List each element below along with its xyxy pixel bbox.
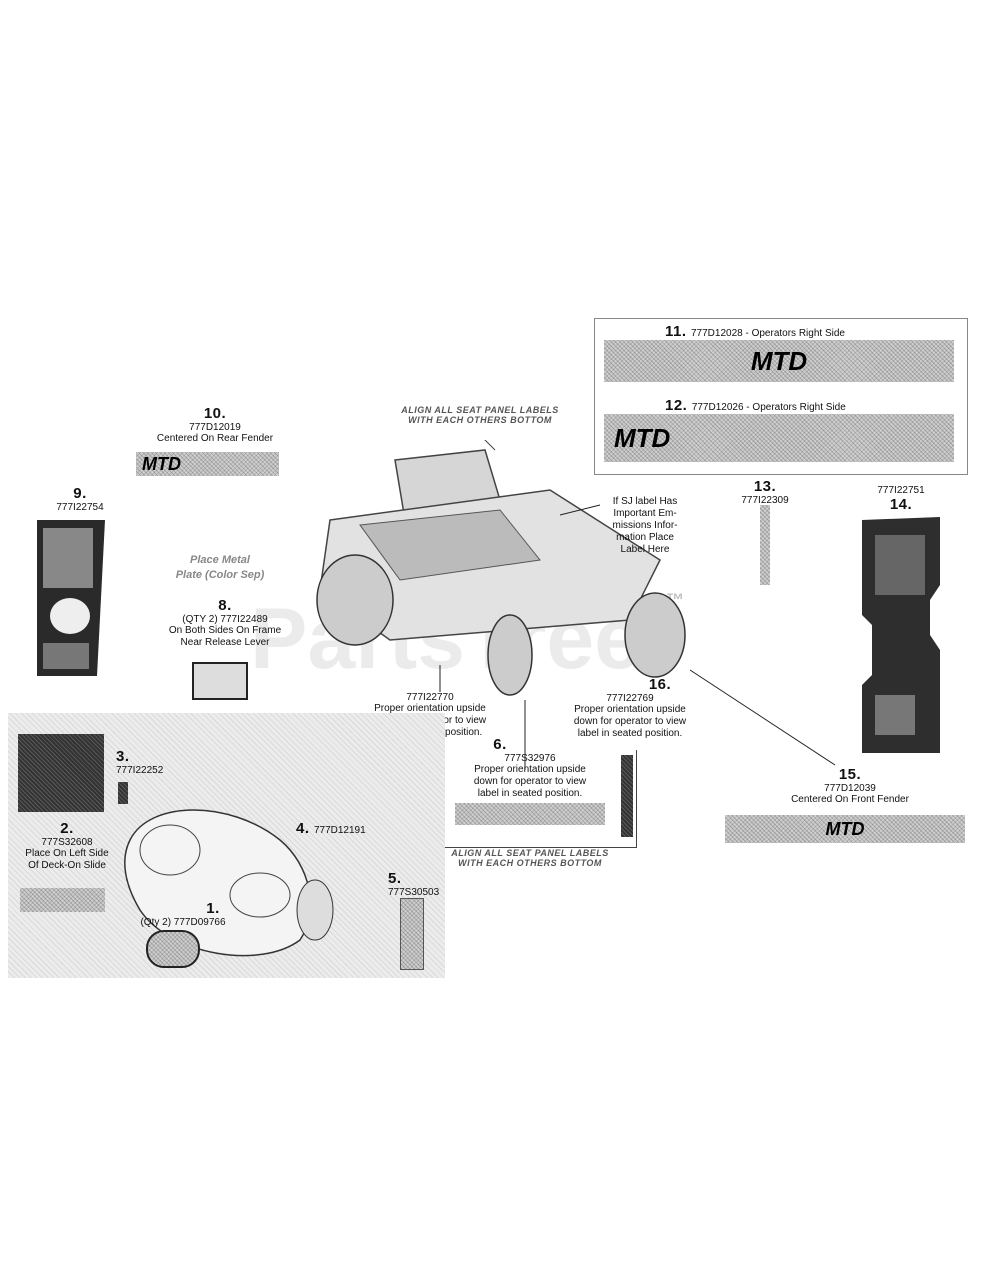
label-4[interactable]: 4. 777D12191 (296, 820, 366, 838)
label-12-number: 12. (665, 397, 688, 414)
label-13-part-number: 777I22309 (741, 495, 789, 506)
label-5[interactable]: 5. 777S30503 (388, 870, 439, 898)
label-2[interactable]: 2. 777S32608 Place On Left Side Of Deck-… (12, 820, 122, 872)
label-13-number: 13. (753, 478, 777, 495)
top-align-note-line-2: WITH EACH OTHERS BOTTOM (408, 415, 552, 425)
label-6-desc-3: label in seated position. (477, 788, 583, 799)
label-6-desc-2: down for operator to view (473, 776, 587, 787)
label-11-brand: MTD (750, 345, 808, 376)
label-box-11-12 (594, 318, 968, 475)
label-8-desc-1: On Both Sides On Frame (168, 625, 282, 636)
label-8[interactable]: 8. (QTY 2) 777I22489 On Both Sides On Fr… (140, 597, 310, 649)
label-16-decal[interactable] (621, 755, 633, 837)
label-1-decal[interactable] (146, 930, 200, 968)
label-2-number: 2. (60, 820, 74, 837)
mower-illustration (316, 440, 686, 696)
label-12[interactable]: 12. 777D12026 - Operators Right Side (665, 397, 846, 415)
label-5-decal[interactable] (400, 898, 424, 970)
label-16-part-number: 777I22769 (606, 693, 654, 704)
label-8-decal[interactable] (192, 662, 248, 700)
label-15[interactable]: 15. 777D12039 Centered On Front Fender (770, 766, 930, 806)
bottom-align-note-line-2: WITH EACH OTHERS BOTTOM (458, 858, 602, 868)
label-2-part-number: 777S32608 (41, 837, 93, 848)
label-1[interactable]: 1. (Qty 2) 777D09766 (118, 900, 248, 928)
label-4-number: 4. (296, 820, 310, 837)
label-6-number: 6. (493, 736, 507, 753)
label-10-brand: MTD (142, 453, 181, 474)
label-3[interactable]: 3. 777I22252 (116, 748, 163, 776)
label-9[interactable]: 9. 777I22754 (40, 485, 120, 513)
label-10[interactable]: 10. 777D12019 Centered On Rear Fender (140, 405, 290, 445)
plate-note: Place Metal Plate (Color Sep) (150, 553, 290, 583)
label-10-desc: Centered On Rear Fender (156, 433, 274, 444)
emissions-note-line-3: missions Infor- (612, 520, 678, 531)
emissions-note-line-5: Label Here (620, 544, 670, 555)
label-15-brand: MTD (825, 818, 865, 839)
label-10-part-number: 777D12019 (189, 422, 241, 433)
label-9-number: 9. (73, 485, 87, 502)
label-2-desc-2: Of Deck-On Slide (28, 860, 106, 871)
emissions-note-line-1: If SJ label Has (612, 496, 678, 507)
label-2-decal[interactable] (18, 734, 104, 812)
label-4-part-number: 777D12191 (313, 825, 366, 836)
label-1-number: 1. (206, 900, 220, 917)
label-15-desc: Centered On Front Fender (791, 794, 909, 805)
emissions-note-line-2: Important Em- (613, 508, 677, 519)
label-7-part-number: 777I22770 (406, 692, 454, 703)
label-6-part-number: 777S32976 (504, 753, 556, 764)
label-14-decal[interactable] (860, 515, 945, 755)
label-12-part-number: 777D12026 - Operators Right Side (691, 402, 846, 413)
bottom-align-note: ALIGN ALL SEAT PANEL LABELS WITH EACH OT… (445, 848, 615, 868)
label-16-number: 16. (648, 676, 672, 693)
label-10-decal[interactable]: MTD (136, 452, 279, 476)
label-13-decal[interactable] (760, 505, 770, 585)
label-15-decal[interactable]: MTD (725, 815, 965, 843)
label-16-desc-2: down for operator to view (573, 716, 687, 727)
label-2-desc-1: Place On Left Side (25, 848, 109, 859)
label-8-desc-2: Near Release Lever (180, 637, 270, 648)
label-10-number: 10. (203, 405, 227, 422)
label-11-number: 11. (665, 323, 687, 340)
label-3-number: 3. (116, 748, 130, 765)
label-12-brand: MTD (614, 422, 671, 453)
label-3-part-number: 777I22252 (116, 765, 164, 776)
top-align-note-line-1: ALIGN ALL SEAT PANEL LABELS (401, 405, 559, 415)
label-6-decal[interactable] (455, 803, 605, 825)
label-9-part-number: 777I22754 (56, 502, 104, 513)
label-2-lower-decal[interactable] (20, 888, 105, 912)
label-14-number: 14. (889, 496, 913, 513)
label-15-number: 15. (838, 766, 862, 783)
label-12-decal[interactable]: MTD (604, 414, 954, 462)
label-6-desc-1: Proper orientation upside (474, 764, 586, 775)
emissions-note: If SJ label Has Important Em- missions I… (600, 496, 690, 556)
plate-note-line-2: Plate (Color Sep) (175, 569, 265, 581)
label-6[interactable]: 6. 777S32976 Proper orientation upside d… (455, 736, 605, 800)
plate-note-line-1: Place Metal (190, 554, 250, 566)
label-15-part-number: 777D12039 (824, 783, 876, 794)
label-16-desc-3: label in seated position. (577, 728, 683, 739)
label-3-decal[interactable] (118, 782, 128, 804)
label-1-part-number: (Qty 2) 777D09766 (140, 917, 226, 928)
label-9-decal[interactable] (35, 518, 107, 678)
label-5-part-number: 777S30503 (388, 887, 440, 898)
label-14-part-number: 777I22751 (877, 485, 925, 496)
deck-illustration (124, 809, 334, 957)
label-8-part-number: (QTY 2) 777I22489 (182, 614, 268, 625)
label-16[interactable]: 16. 777I22769 Proper orientation upside … (555, 676, 705, 740)
label-16-desc-1: Proper orientation upside (574, 704, 686, 715)
emissions-note-line-4: mation Place (616, 532, 674, 543)
label-11-part-number: 777D12028 - Operators Right Side (690, 328, 845, 339)
label-11[interactable]: 11. 777D12028 - Operators Right Side (665, 323, 845, 341)
top-align-note: ALIGN ALL SEAT PANEL LABELS WITH EACH OT… (390, 405, 570, 425)
label-8-number: 8. (218, 597, 232, 614)
label-5-number: 5. (388, 870, 402, 887)
bottom-align-note-line-1: ALIGN ALL SEAT PANEL LABELS (451, 848, 609, 858)
label-13[interactable]: 13. 777I22309 (730, 478, 800, 506)
label-11-decal[interactable]: MTD (604, 340, 954, 382)
label-7-desc-1: Proper orientation upside (374, 703, 486, 714)
label-14[interactable]: 777I22751 14. (866, 485, 936, 513)
